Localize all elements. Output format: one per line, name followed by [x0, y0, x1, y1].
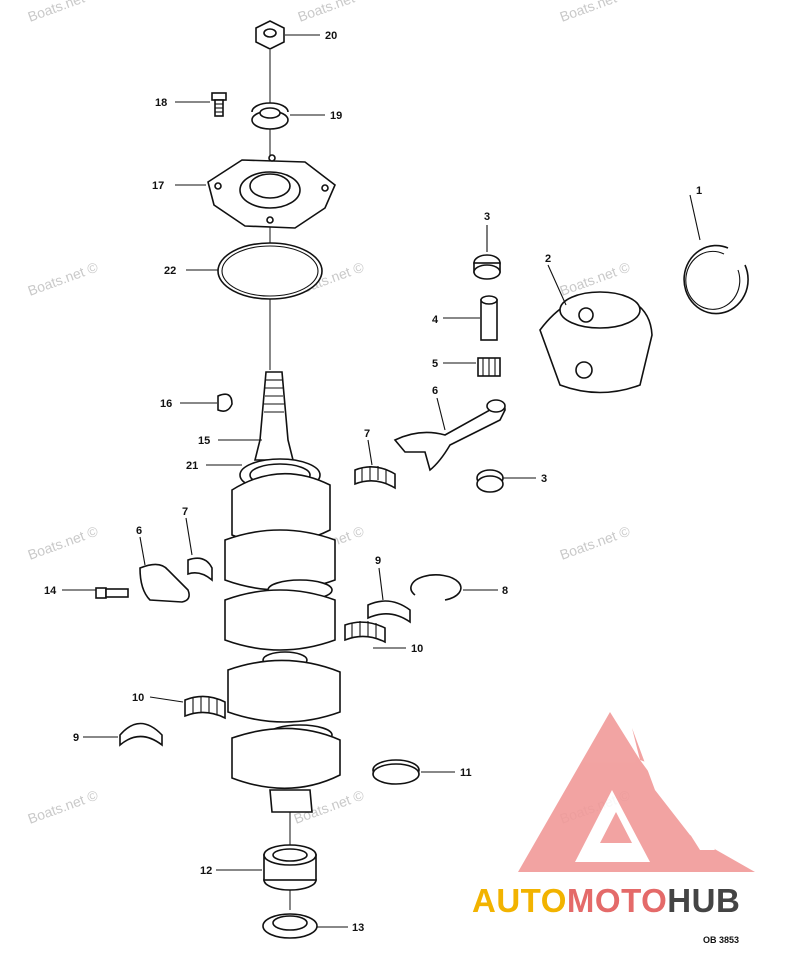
automotohub-logo-text: AUTOMOTOHUB	[472, 882, 740, 920]
part-wrist-pin	[480, 295, 498, 341]
callout-18: 18	[155, 97, 167, 109]
callout-16: 16	[160, 398, 172, 410]
part-woodruff-key	[217, 393, 233, 412]
watermark: Boats.net ©	[296, 0, 371, 25]
callout-8: 8	[502, 585, 508, 597]
logo-text-moto: MOTO	[566, 882, 668, 919]
callout-9-left: 9	[73, 732, 79, 744]
part-needle-bearing	[477, 357, 501, 377]
part-seal-ring-11	[372, 759, 420, 785]
callout-3-lower: 3	[541, 473, 547, 485]
watermark: Boats.net ©	[558, 522, 633, 562]
callout-5: 5	[432, 358, 438, 370]
logo-text-hub: HUB	[667, 882, 741, 919]
callout-11: 11	[460, 767, 472, 779]
drawing-code: OB 3853	[703, 935, 740, 945]
callout-2: 2	[545, 253, 551, 265]
callout-7-left: 7	[182, 506, 188, 518]
part-bearing-cage-7	[354, 466, 396, 490]
callout-6-rod: 6	[432, 385, 438, 397]
part-bearing-cage-10	[344, 621, 386, 644]
callout-3-upper: 3	[484, 211, 490, 223]
part-bearing-race-9	[367, 600, 411, 624]
part-screw	[211, 92, 227, 117]
part-bearing-washer-3	[473, 254, 501, 280]
callout-13: 13	[352, 922, 364, 934]
callout-1: 1	[696, 185, 702, 197]
part-nut	[255, 20, 285, 50]
part-rod-screw	[95, 587, 129, 599]
part-ring-13	[262, 913, 318, 939]
automotohub-logo-mark	[518, 712, 755, 872]
part-o-ring	[217, 242, 323, 300]
part-upper-end-cap	[207, 154, 336, 229]
part-roller-bearing	[263, 844, 317, 891]
callout-21: 21	[186, 460, 198, 472]
watermark: Boats.net ©	[26, 522, 101, 562]
part-bearing-race-9-left	[119, 722, 163, 747]
callout-10-left: 10	[132, 692, 144, 704]
part-retaining-ring	[410, 574, 462, 601]
part-bearing-washer-3-lower	[476, 469, 504, 493]
callout-15: 15	[198, 435, 210, 447]
part-piston-ring	[683, 244, 749, 315]
part-oil-seal	[251, 102, 289, 130]
part-rod-cap	[139, 557, 213, 603]
part-connecting-rod	[393, 399, 506, 472]
logo-text-auto: AUTO	[472, 882, 567, 919]
callout-7-right: 7	[364, 428, 370, 440]
callout-labels: 20 18 19 17 1 3 2 22 4 5 6 16 7 15 21 3 …	[44, 30, 702, 934]
part-bearing-cage-10-left	[184, 695, 226, 720]
watermark: Boats.net ©	[26, 258, 101, 298]
callout-17: 17	[152, 180, 164, 192]
callout-9-right: 9	[375, 555, 381, 567]
callout-10-right: 10	[411, 643, 423, 655]
leader-lines	[62, 34, 701, 928]
callout-20: 20	[325, 30, 337, 42]
callout-6-cap: 6	[136, 525, 142, 537]
callout-14: 14	[44, 585, 57, 597]
callout-22: 22	[164, 265, 176, 277]
callout-19: 19	[330, 110, 342, 122]
callout-12: 12	[200, 865, 212, 877]
watermark: Boats.net ©	[558, 0, 633, 25]
part-piston	[539, 291, 653, 394]
watermark: Boats.net ©	[26, 786, 101, 826]
callout-4: 4	[432, 314, 439, 326]
part-crankshaft	[224, 371, 341, 813]
watermark: Boats.net ©	[26, 0, 101, 25]
